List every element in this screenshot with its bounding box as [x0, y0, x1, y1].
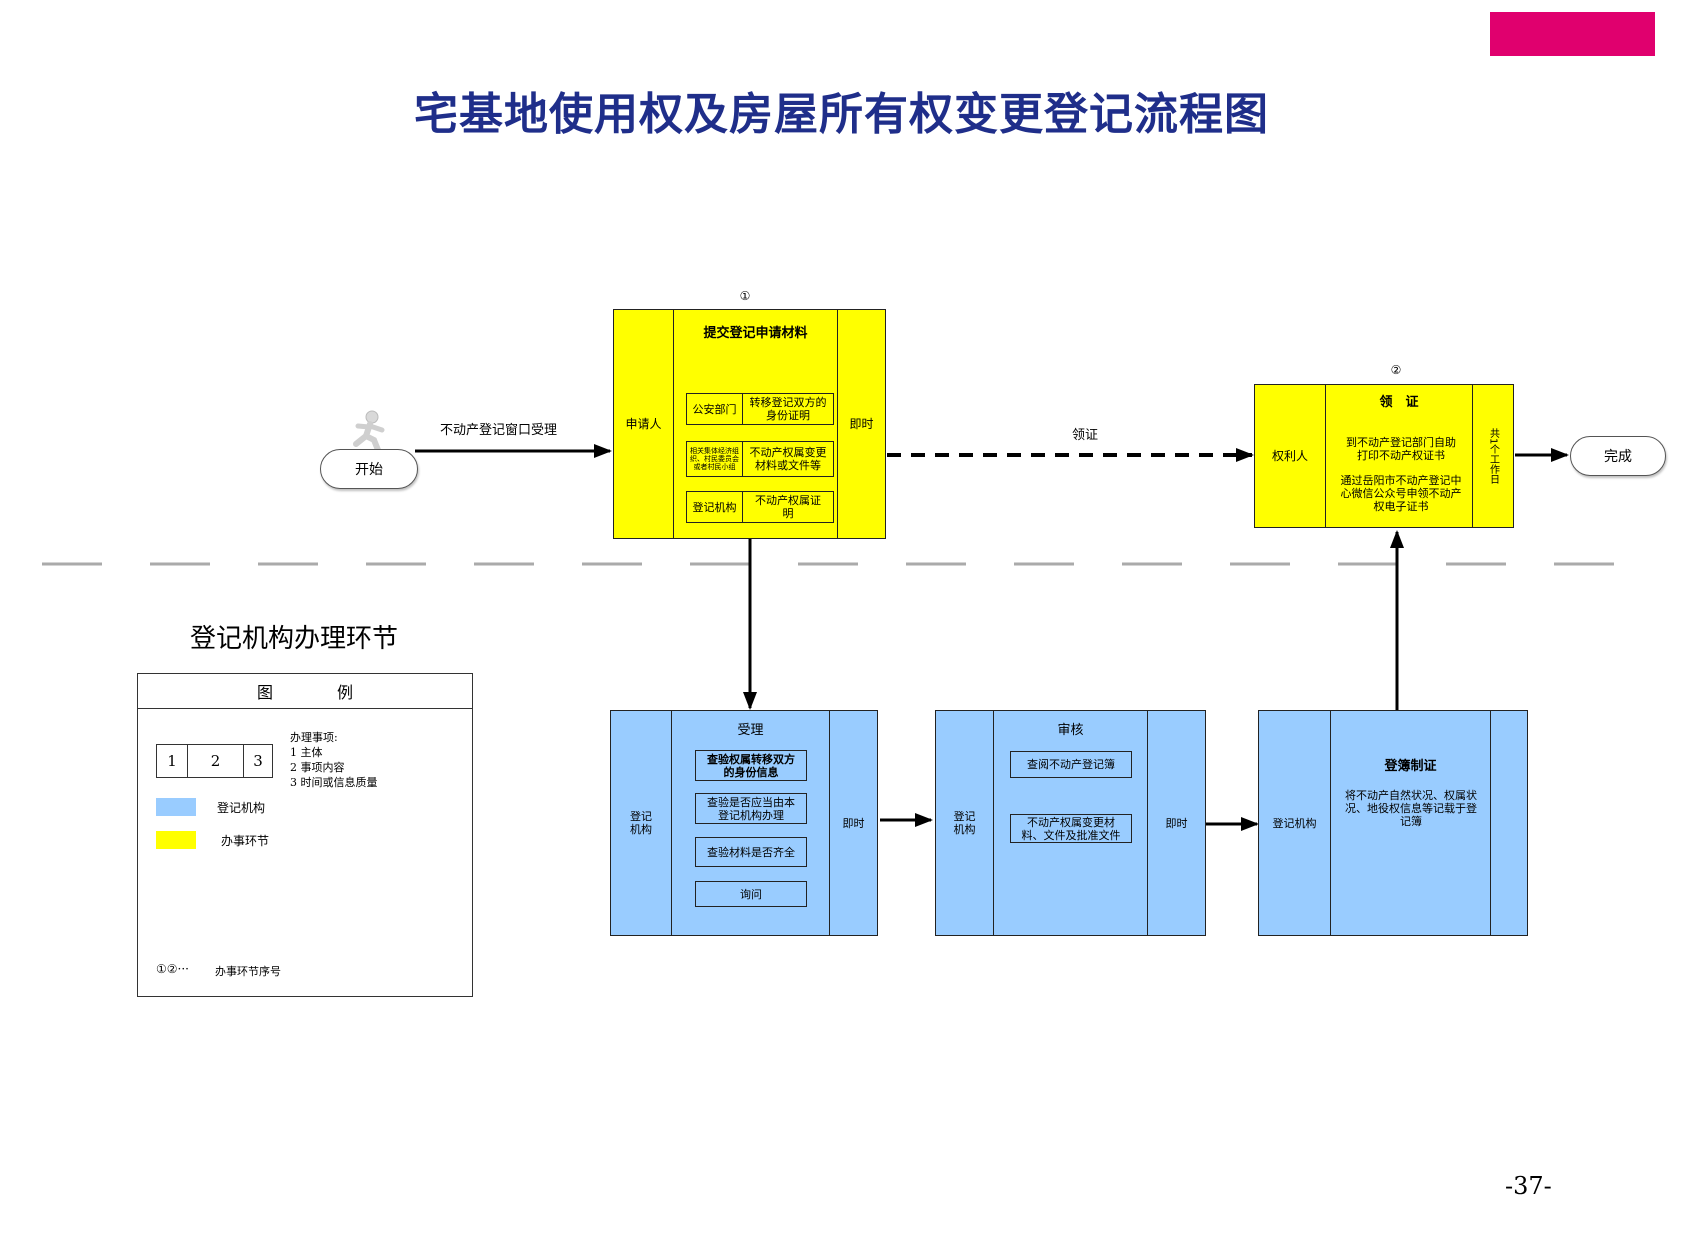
step1-number: ① [739, 289, 751, 303]
accept-item-1: 查验权属转移双方的身份信息 [695, 750, 807, 781]
review-time: 即时 [1147, 711, 1205, 935]
step2-time: 共1个工作日 [1472, 385, 1513, 527]
step2-time-text: 共1个工作日 [1487, 427, 1499, 485]
review-subject-text: 登记机构 [953, 810, 976, 836]
legend-item-3: 3 时间或信息质量 [290, 776, 378, 789]
step2-content-1: 到不动产登记部门自助打印不动产权证书 [1346, 436, 1456, 462]
page-number: -37- [1505, 1172, 1552, 1200]
step2-content-2: 通过岳阳市不动产登记中心微信公众号申领不动产权电子证书 [1340, 474, 1462, 513]
review-title: 审核 [1057, 723, 1084, 738]
legend-seq-label: 办事环节序号 [215, 965, 281, 978]
dashed-arrow-label: 领证 [1071, 428, 1098, 443]
accent-tab [1490, 12, 1655, 56]
legend-cell-2: 2 [188, 745, 244, 777]
review-subject: 登记机构 [936, 711, 994, 935]
register-subject: 登记机构 [1259, 711, 1331, 935]
legend-title: 图 例 [138, 674, 472, 709]
step-submit-materials: 申请人 即时 提交登记申请材料 公安部门 转移登记双方的身份证明 相关集体经济组… [613, 309, 886, 539]
running-person-icon [348, 410, 390, 454]
step1-time: 即时 [837, 310, 885, 538]
step2-title: 领 证 [1379, 395, 1419, 410]
legend-items: 办理事项: 1 主体 2 事项内容 3 时间或信息质量 [290, 730, 378, 790]
step1-row-2-left: 相关集体经济组织、村民委员会或者村民小组 [687, 442, 743, 476]
step1-row-3-right: 不动产权属证明 [755, 494, 821, 520]
step1-row-3-left: 登记机构 [687, 492, 743, 522]
accept-time: 即时 [829, 711, 877, 935]
step-collect-certificate: 权利人 共1个工作日 领 证 到不动产登记部门自助打印不动产权证书 通过岳阳市不… [1254, 384, 1514, 528]
accept-item-3: 查验材料是否齐全 [695, 837, 807, 867]
step2-number: ② [1390, 363, 1402, 377]
legend-cell-3: 3 [253, 752, 263, 770]
step-accept: 登记机构 即时 受理 查验权属转移双方的身份信息 查验是否应当由本登记机构办理 … [610, 710, 878, 936]
register-title: 登簿制证 [1384, 759, 1437, 774]
legend-item-1: 1 主体 [290, 746, 323, 759]
step1-row-1-left: 公安部门 [687, 394, 743, 424]
step1-row-2-right: 不动产权属变更材料或文件等 [749, 446, 827, 472]
start-node[interactable]: 开始 [320, 449, 418, 489]
legend-blue-label: 登记机构 [217, 801, 266, 815]
legend-seq-symbols: ①②··· [156, 962, 189, 976]
step1-row-2: 相关集体经济组织、村民委员会或者村民小组 不动产权属变更材料或文件等 [686, 441, 834, 477]
step1-subject: 申请人 [614, 310, 674, 538]
accept-title: 受理 [737, 723, 764, 738]
legend-box: 图 例 1 2 3 办理事项: 1 主体 2 事项内容 3 时间或信息质量 登记… [137, 673, 473, 997]
page-title: 宅基地使用权及房屋所有权变更登记流程图 [414, 89, 1269, 140]
register-content: 将不动产自然状况、权属状况、地役权信息等记载于登记簿 [1345, 789, 1477, 828]
accept-item-4: 询问 [695, 881, 807, 907]
review-item-1: 查阅不动产登记簿 [1010, 751, 1132, 778]
legend-yellow-label: 办事环节 [221, 834, 270, 848]
step1-row-1-right: 转移登记双方的身份证明 [749, 396, 827, 422]
end-node[interactable]: 完成 [1570, 436, 1666, 476]
legend-blue-swatch [156, 798, 196, 816]
legend-sample-cells: 1 2 3 [156, 744, 273, 778]
accept-subject-text: 登记机构 [630, 810, 652, 836]
step-register: 登记机构 登簿制证 将不动产自然状况、权属状况、地役权信息等记载于登记簿 [1258, 710, 1528, 936]
register-right-column [1490, 711, 1527, 935]
legend-cell-1: 1 [157, 745, 188, 777]
start-arrow-label: 不动产登记窗口受理 [440, 423, 558, 438]
legend-yellow-swatch [156, 831, 196, 849]
step2-subject: 权利人 [1255, 385, 1326, 527]
accept-item-2: 查验是否应当由本登记机构办理 [695, 793, 807, 824]
step1-row-3: 登记机构 不动产权属证明 [686, 491, 834, 523]
section-label: 登记机构办理环节 [190, 624, 399, 654]
review-item-2: 不动产权属变更材料、文件及批准文件 [1010, 814, 1132, 843]
accept-subject: 登记机构 [611, 711, 672, 935]
step-review: 登记机构 即时 审核 查阅不动产登记簿 不动产权属变更材料、文件及批准文件 [935, 710, 1206, 936]
step1-row-1: 公安部门 转移登记双方的身份证明 [686, 393, 834, 425]
legend-item-2: 2 事项内容 [290, 761, 345, 774]
legend-items-heading: 办理事项: [290, 731, 338, 744]
step1-title: 提交登记申请材料 [703, 326, 808, 341]
